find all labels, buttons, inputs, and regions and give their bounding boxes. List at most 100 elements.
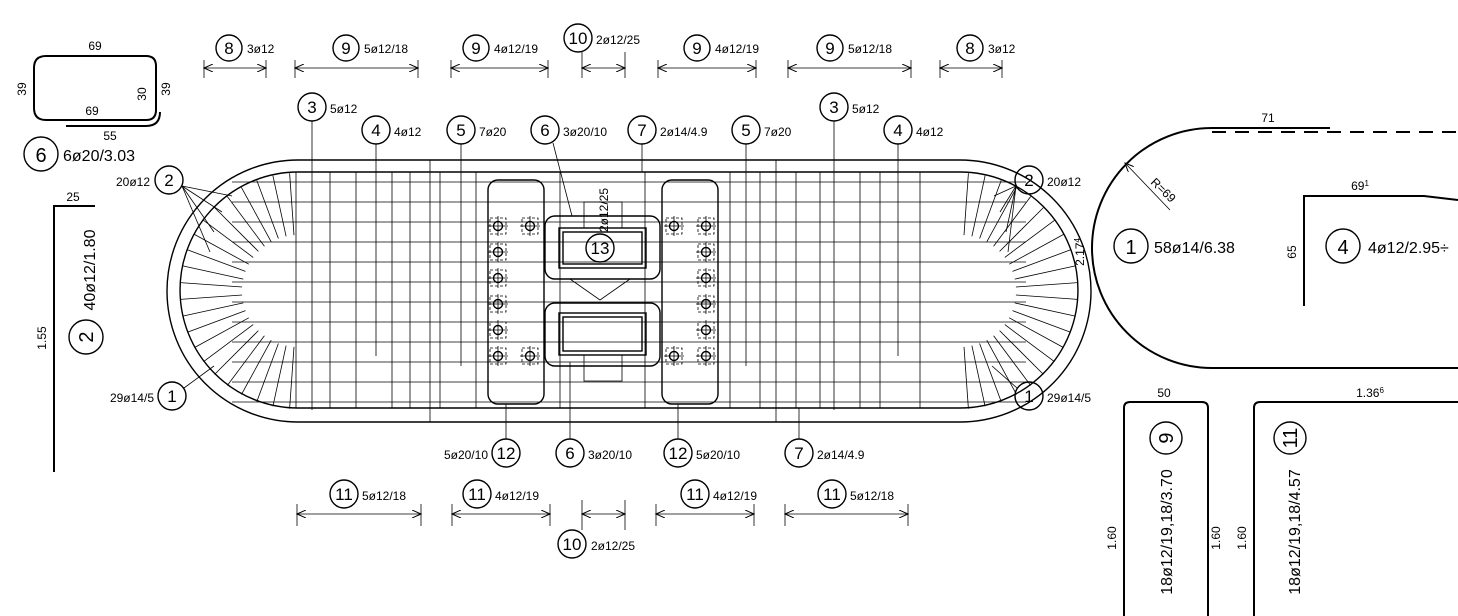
svg-text:20ø12: 20ø12 [1047,175,1081,189]
svg-text:4: 4 [1337,237,1348,259]
svg-text:39: 39 [15,82,29,96]
svg-text:7: 7 [794,444,803,463]
svg-text:9: 9 [1156,432,1178,443]
svg-text:3: 3 [307,98,316,117]
svg-text:1.55: 1.55 [35,326,49,350]
svg-text:3: 3 [829,98,838,117]
svg-text:4ø12: 4ø12 [916,125,944,139]
svg-text:4ø12/19: 4ø12/19 [495,489,539,503]
svg-text:5ø12/18: 5ø12/18 [848,42,892,56]
svg-text:7ø20: 7ø20 [479,125,507,139]
svg-text:4ø12/19: 4ø12/19 [715,42,759,56]
svg-text:11: 11 [1280,428,1302,449]
svg-text:2: 2 [76,331,98,342]
svg-text:11: 11 [468,485,486,504]
dim-top-3: 9 4ø12/19 [451,34,548,78]
dim-top-6: 9 5ø12/18 [788,34,911,78]
svg-text:18ø12/19,18/4.57: 18ø12/19,18/4.57 [1287,469,1304,595]
svg-text:5ø20/10: 5ø20/10 [444,448,488,462]
svg-text:5ø12: 5ø12 [330,102,358,116]
svg-text:12: 12 [669,444,688,463]
svg-text:11: 11 [335,485,353,504]
svg-text:3ø20/10: 3ø20/10 [563,125,607,139]
dim-top-4: 10 2ø12/25 [563,23,640,78]
svg-text:40ø12/1.80: 40ø12/1.80 [82,229,99,310]
svg-text:12: 12 [497,444,516,463]
svg-text:6ø20/3.03: 6ø20/3.03 [63,148,135,165]
bar-shape-9: 50 1.60 1.60 9 18ø12/19,18/3.70 [1105,386,1223,616]
svg-text:1.60: 1.60 [1209,526,1223,550]
svg-text:5ø12/18: 5ø12/18 [362,489,406,503]
svg-text:1.366: 1.366 [1356,386,1384,400]
svg-text:2.174: 2.174 [1073,238,1087,266]
bar-shape-6: 69 39 69 30 39 55 6 6ø20/3.03 [15,39,173,172]
svg-text:10: 10 [563,535,582,554]
callout-7a: 7 2ø14/4.9 [627,115,708,172]
svg-text:4ø12/19: 4ø12/19 [713,489,757,503]
svg-text:39: 39 [159,82,173,96]
svg-text:55: 55 [103,129,117,143]
dim-top-5: 9 4ø12/19 [658,34,759,78]
svg-text:5ø12/18: 5ø12/18 [850,489,894,503]
svg-text:50: 50 [1157,386,1171,400]
svg-text:25: 25 [66,190,80,204]
svg-text:5ø12/18: 5ø12/18 [364,42,408,56]
svg-text:2ø14/4.9: 2ø14/4.9 [817,448,865,462]
svg-text:4: 4 [371,121,380,140]
svg-text:4ø12/2.95÷: 4ø12/2.95÷ [1368,240,1449,257]
svg-text:1: 1 [167,387,176,406]
svg-text:2ø14/4.9: 2ø14/4.9 [660,125,708,139]
svg-text:1: 1 [1125,237,1136,259]
svg-text:9: 9 [341,39,350,58]
svg-text:29ø14/5: 29ø14/5 [110,391,154,405]
svg-text:2ø12/25: 2ø12/25 [596,33,640,47]
svg-text:9: 9 [825,39,834,58]
svg-text:9: 9 [692,39,701,58]
svg-text:9: 9 [471,39,480,58]
callout-1a: 1 29ø14/5 [110,365,215,411]
callout-12a: 12 5ø20/10 [444,404,521,468]
svg-text:65: 65 [1285,245,1299,259]
svg-text:2ø12/25: 2ø12/25 [597,188,611,232]
svg-text:29ø14/5: 29ø14/5 [1047,391,1091,405]
svg-text:6: 6 [540,121,549,140]
svg-text:3ø12: 3ø12 [247,42,275,56]
svg-text:7: 7 [637,121,646,140]
svg-text:10: 10 [569,29,588,48]
callout-13: 13 2ø12/25 [585,188,615,263]
svg-text:1.60: 1.60 [1105,526,1119,550]
bar-shape-1: 71 R=69 2.174 1 58ø14/6.38 [1073,111,1458,369]
svg-text:4ø12/19: 4ø12/19 [494,42,538,56]
svg-text:69: 69 [88,39,102,53]
svg-text:30: 30 [135,87,149,101]
svg-text:1: 1 [1024,387,1033,406]
dim-bottom-4: 11 5ø12/18 [785,479,908,526]
slab-plan [166,159,1092,423]
svg-text:13: 13 [591,239,610,258]
svg-text:5ø12: 5ø12 [852,102,880,116]
bar-shape-11: 1.366 1.60 11 18ø12/19,18/4.57 [1235,386,1458,616]
dim-bottom-1: 11 5ø12/18 [297,479,421,526]
svg-text:5: 5 [741,121,750,140]
svg-text:3ø12: 3ø12 [988,42,1016,56]
svg-text:11: 11 [823,485,841,504]
svg-text:1.60: 1.60 [1235,526,1249,550]
callout-3a: 3 5ø12 [297,92,358,410]
svg-text:R=69: R=69 [1148,175,1179,205]
dim-top-2: 9 5ø12/18 [295,34,418,78]
callout-1b: 1 29ø14/5 [991,365,1091,411]
svg-text:20ø12: 20ø12 [116,175,150,189]
